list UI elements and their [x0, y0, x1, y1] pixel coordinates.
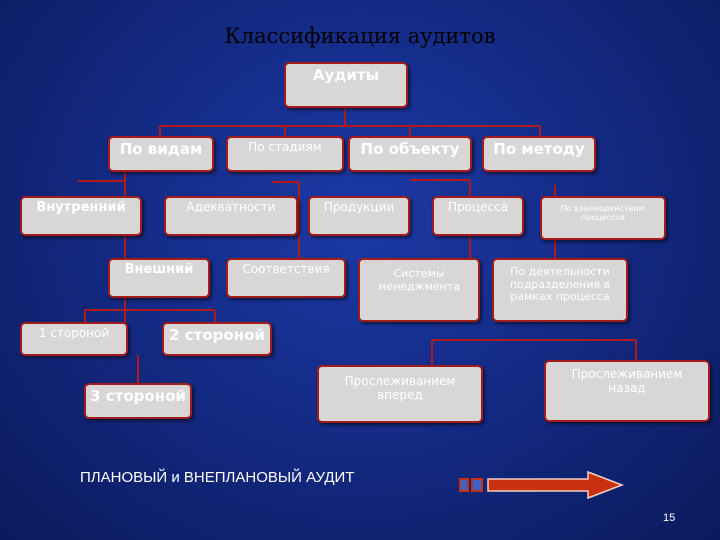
node-dept-activity: По деятельности подразделения в рамках п…: [492, 258, 628, 322]
slide-title: Классификация аудитов: [224, 24, 496, 48]
footer-text: ПЛАНОВЫЙ и ВНЕПЛАНОВЫЙ АУДИТ: [80, 469, 355, 486]
node-compliance: Соответствия: [226, 258, 346, 298]
node-external: Внешний: [108, 258, 210, 298]
node-second-party: 2 стороной: [162, 322, 272, 356]
node-by-stage: По стадиям: [226, 136, 344, 172]
node-adequacy: Адекватности: [164, 196, 298, 236]
node-process: Процесса: [432, 196, 524, 236]
node-first-party: 1 стороной: [20, 322, 128, 356]
node-process-interaction: По взаимодействию процессов: [540, 196, 666, 240]
node-internal: Внутренний: [20, 196, 142, 236]
node-product: Продукции: [308, 196, 410, 236]
node-audits: Аудиты: [284, 62, 408, 108]
node-third-party: 3 стороной: [84, 383, 192, 419]
node-trace-backward: Прослеживанием назад: [544, 360, 710, 422]
node-by-object: По объекту: [348, 136, 472, 172]
page-number: 15: [663, 512, 676, 524]
arrow-decoration: [459, 470, 625, 500]
node-by-type: По видам: [108, 136, 214, 172]
node-management-systems: Системы менеджмента: [358, 258, 480, 322]
node-trace-forward: Прослеживанием вперед: [317, 365, 483, 423]
node-by-method: По методу: [482, 136, 596, 172]
